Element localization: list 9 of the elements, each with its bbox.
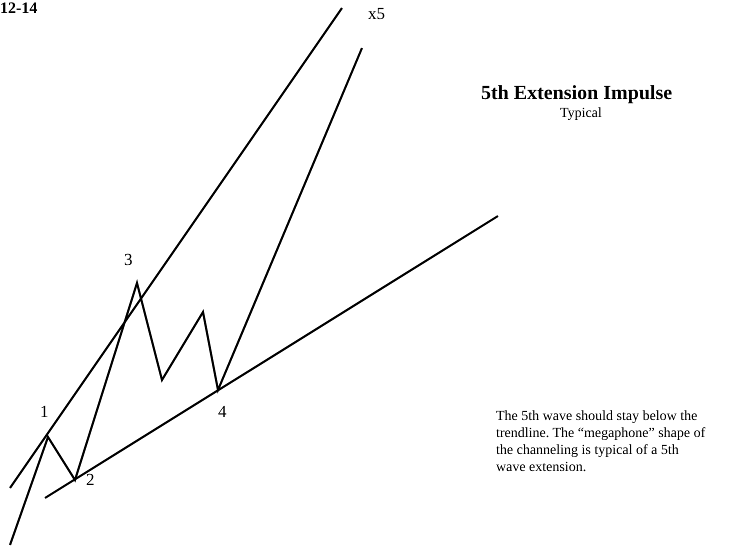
diagram-title: 5th Extension Impulse xyxy=(481,82,672,105)
wave-label: 4 xyxy=(218,402,226,422)
subtitle: Typical xyxy=(560,106,602,122)
note-text: The 5th wave should stay below the trendline. The “megaphone” shape of the channeling is typical of a 5th wave extension. xyxy=(496,408,706,476)
wave-label: 3 xyxy=(124,250,132,270)
figure-number: 12-14 xyxy=(0,0,38,18)
wave-label: 1 xyxy=(40,402,48,422)
wave-label: x5 xyxy=(368,4,385,24)
wave-label: 2 xyxy=(86,470,94,490)
